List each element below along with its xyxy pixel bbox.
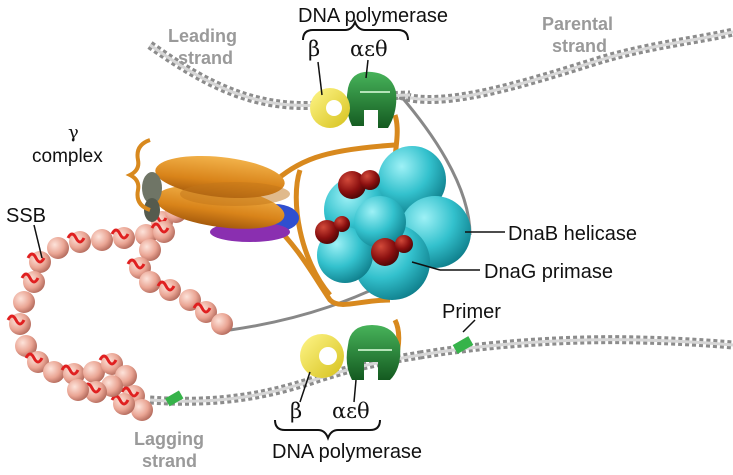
label-ssb: SSB	[6, 205, 46, 227]
ssb-bead	[13, 291, 35, 313]
lagging-strand-dna	[149, 263, 733, 406]
tau-tethers	[268, 114, 402, 361]
ssb-bound-dna	[24, 352, 44, 364]
ssb-bound-dna	[98, 354, 118, 366]
label-parental-strand-2: strand	[552, 36, 607, 56]
brace-gamma	[125, 138, 151, 212]
dna-polymerase-top	[310, 71, 397, 128]
ssb-bead	[131, 399, 153, 421]
label-beta-top: β	[308, 37, 320, 61]
label-parental-strand-1: Parental	[542, 14, 613, 34]
label-lagging-strand-2: strand	[142, 451, 197, 471]
ssb-bead	[139, 271, 161, 293]
primer-lagging-right	[452, 336, 474, 354]
label-gamma-symbol: γ	[68, 122, 79, 143]
label-dna-polymerase-bottom: DNA polymerase	[272, 441, 422, 463]
label-gamma-complex: complex	[32, 146, 103, 167]
gamma-complex-protein	[142, 155, 299, 242]
brace-bottom	[274, 419, 381, 441]
dna-polymerase-bottom	[300, 325, 401, 380]
ssb-bead	[47, 237, 69, 259]
primer-lagging-left	[165, 390, 184, 407]
ssb-bead	[91, 229, 113, 251]
ssb-bound-dna	[150, 222, 170, 234]
ssb-bound-dna	[120, 386, 140, 398]
ssb-bound-dna	[156, 280, 176, 292]
label-aet-bottom: αεθ	[332, 399, 370, 423]
brace-top	[302, 19, 409, 41]
label-dna-polymerase-top: DNA polymerase	[298, 5, 448, 27]
ssb-bound-dna	[26, 252, 46, 264]
ssb-bound-dna	[66, 232, 86, 244]
ssb-bead	[211, 313, 233, 335]
label-primer: Primer	[442, 301, 501, 323]
ssb-bound-dna	[192, 302, 212, 314]
label-aet-top: αεθ	[350, 37, 388, 61]
leader-lines	[33, 59, 505, 403]
ssb-bound-dna	[126, 258, 146, 270]
ssb-bead	[83, 361, 105, 383]
ssb-bound-dna	[60, 364, 80, 376]
parental-dna-helix	[398, 27, 733, 236]
ssb-bound-dna	[110, 228, 130, 240]
label-dnab-helicase: DnaB helicase	[508, 223, 637, 245]
label-lagging-strand-1: Lagging	[134, 429, 204, 449]
label-beta-bottom: β	[290, 399, 302, 423]
label-dnag-primase: DnaG primase	[484, 261, 613, 283]
ssb-bound-dna	[6, 314, 26, 326]
label-leading-strand-2: strand	[178, 48, 233, 68]
ssb-bead	[67, 379, 89, 401]
label-leading-strand-1: Leading	[168, 26, 237, 46]
ssb-bead	[43, 361, 65, 383]
ssb-protein-chain	[6, 201, 233, 421]
dnag-primase	[315, 170, 413, 266]
ssb-bead	[15, 335, 37, 357]
ssb-bead	[139, 239, 161, 261]
ssb-bound-dna	[20, 272, 40, 284]
ssb-bound-dna	[110, 394, 130, 406]
